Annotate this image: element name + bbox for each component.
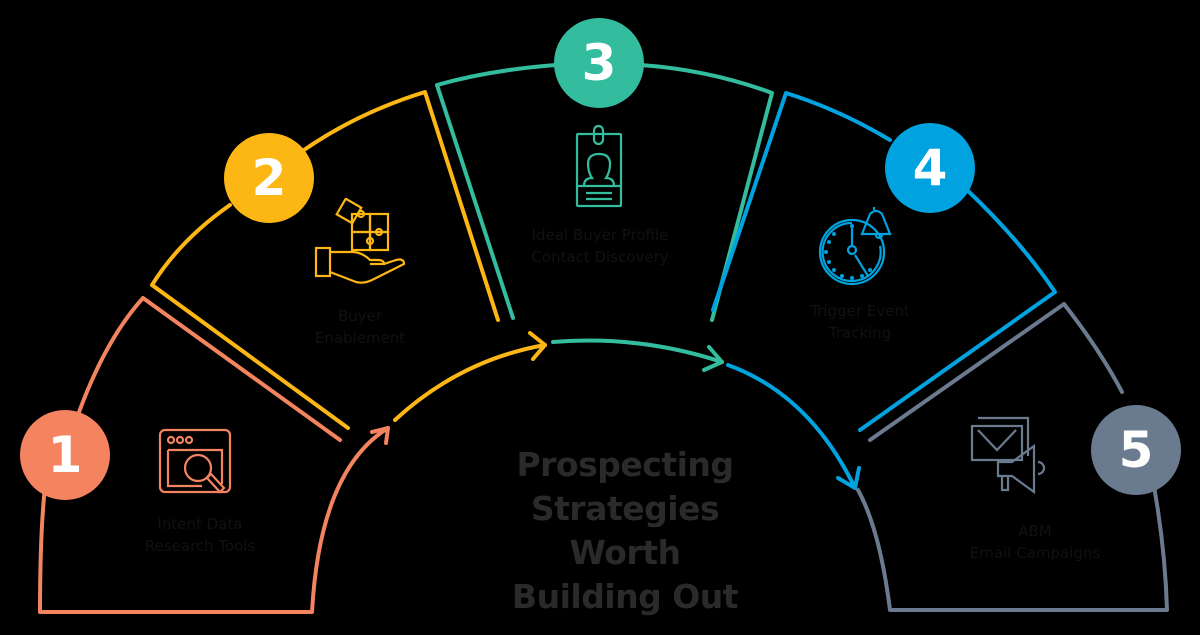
- title-line2: Strategies Worth: [530, 489, 720, 572]
- step-2-label: Buyer Enablement: [270, 305, 450, 349]
- step-2-badge: 2: [224, 133, 314, 223]
- diagram-title: Prospecting Strategies Worth Building Ou…: [470, 443, 780, 619]
- step-5-label-line1: ABM: [1018, 522, 1052, 540]
- hand-puzzle-icon: [314, 198, 406, 284]
- step-1-label: Intent Data Research Tools: [110, 513, 290, 557]
- step-5-number: 5: [1118, 421, 1154, 479]
- step-1-number: 1: [47, 426, 83, 484]
- step-4-label-line1: Trigger Event: [810, 302, 910, 320]
- step-5-badge: 5: [1091, 405, 1181, 495]
- step-4-badge: 4: [885, 123, 975, 213]
- step-3-badge: 3: [554, 18, 644, 108]
- segment-2-outline: [150, 90, 547, 430]
- step-3-number: 3: [581, 34, 617, 92]
- title-line3: Building Out: [511, 577, 739, 616]
- step-2-number: 2: [251, 149, 287, 207]
- step-3-label-line1: Ideal Buyer Profile: [531, 226, 669, 244]
- step-4-label-line2: Tracking: [828, 324, 892, 342]
- title-line1: Prospecting: [516, 445, 734, 484]
- id-badge-icon: [575, 124, 623, 208]
- step-4-label: Trigger Event Tracking: [770, 300, 950, 344]
- step-4-number: 4: [912, 139, 948, 197]
- step-3-label: Ideal Buyer Profile Contact Discovery: [510, 224, 690, 268]
- step-2-label-line1: Buyer: [337, 307, 383, 325]
- segment-1-outline: [38, 296, 390, 614]
- clock-bell-icon: [818, 207, 892, 286]
- segment-5-outline: [856, 302, 1169, 612]
- segment-3-outline: [435, 63, 774, 372]
- step-1-label-line2: Research Tools: [144, 537, 256, 555]
- email-megaphone-icon: [970, 416, 1046, 495]
- step-5-label: ABM Email Campaigns: [945, 520, 1125, 564]
- step-3-label-line2: Contact Discovery: [531, 248, 669, 266]
- segment-4-outline: [711, 91, 1057, 490]
- step-1-label-line1: Intent Data: [157, 515, 243, 533]
- step-1-badge: 1: [20, 410, 110, 500]
- step-2-label-line2: Enablement: [314, 329, 406, 347]
- browser-search-icon: [158, 428, 232, 494]
- step-5-label-line2: Email Campaigns: [969, 544, 1101, 562]
